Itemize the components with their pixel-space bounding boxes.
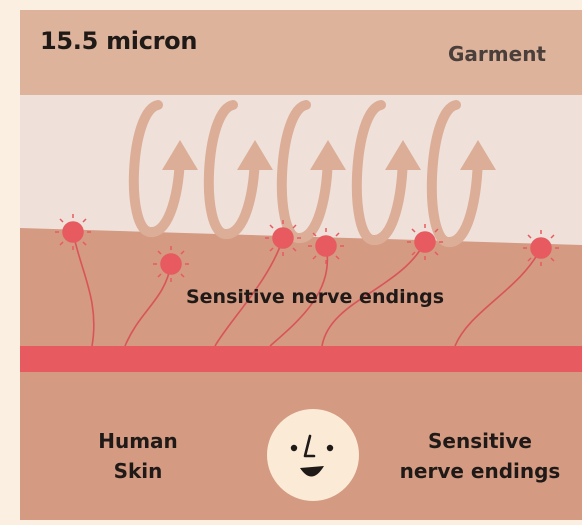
nerve-right-line-2: nerve endings <box>380 456 580 486</box>
smiling-face-icon <box>267 409 359 501</box>
nerve-endings-label: Sensitive nerve endings <box>0 286 582 308</box>
skin-band <box>20 346 582 372</box>
title-label: 15.5 micron <box>40 27 197 55</box>
nerve-right-line-1: Sensitive <box>380 426 580 456</box>
human-skin-line-2: Skin <box>78 456 198 486</box>
garment-label: Garment <box>448 42 546 66</box>
human-skin-line-1: Human <box>78 426 198 456</box>
human-skin-label: Human Skin <box>78 426 198 486</box>
nerve-endings-right-label: Sensitive nerve endings <box>380 426 580 486</box>
